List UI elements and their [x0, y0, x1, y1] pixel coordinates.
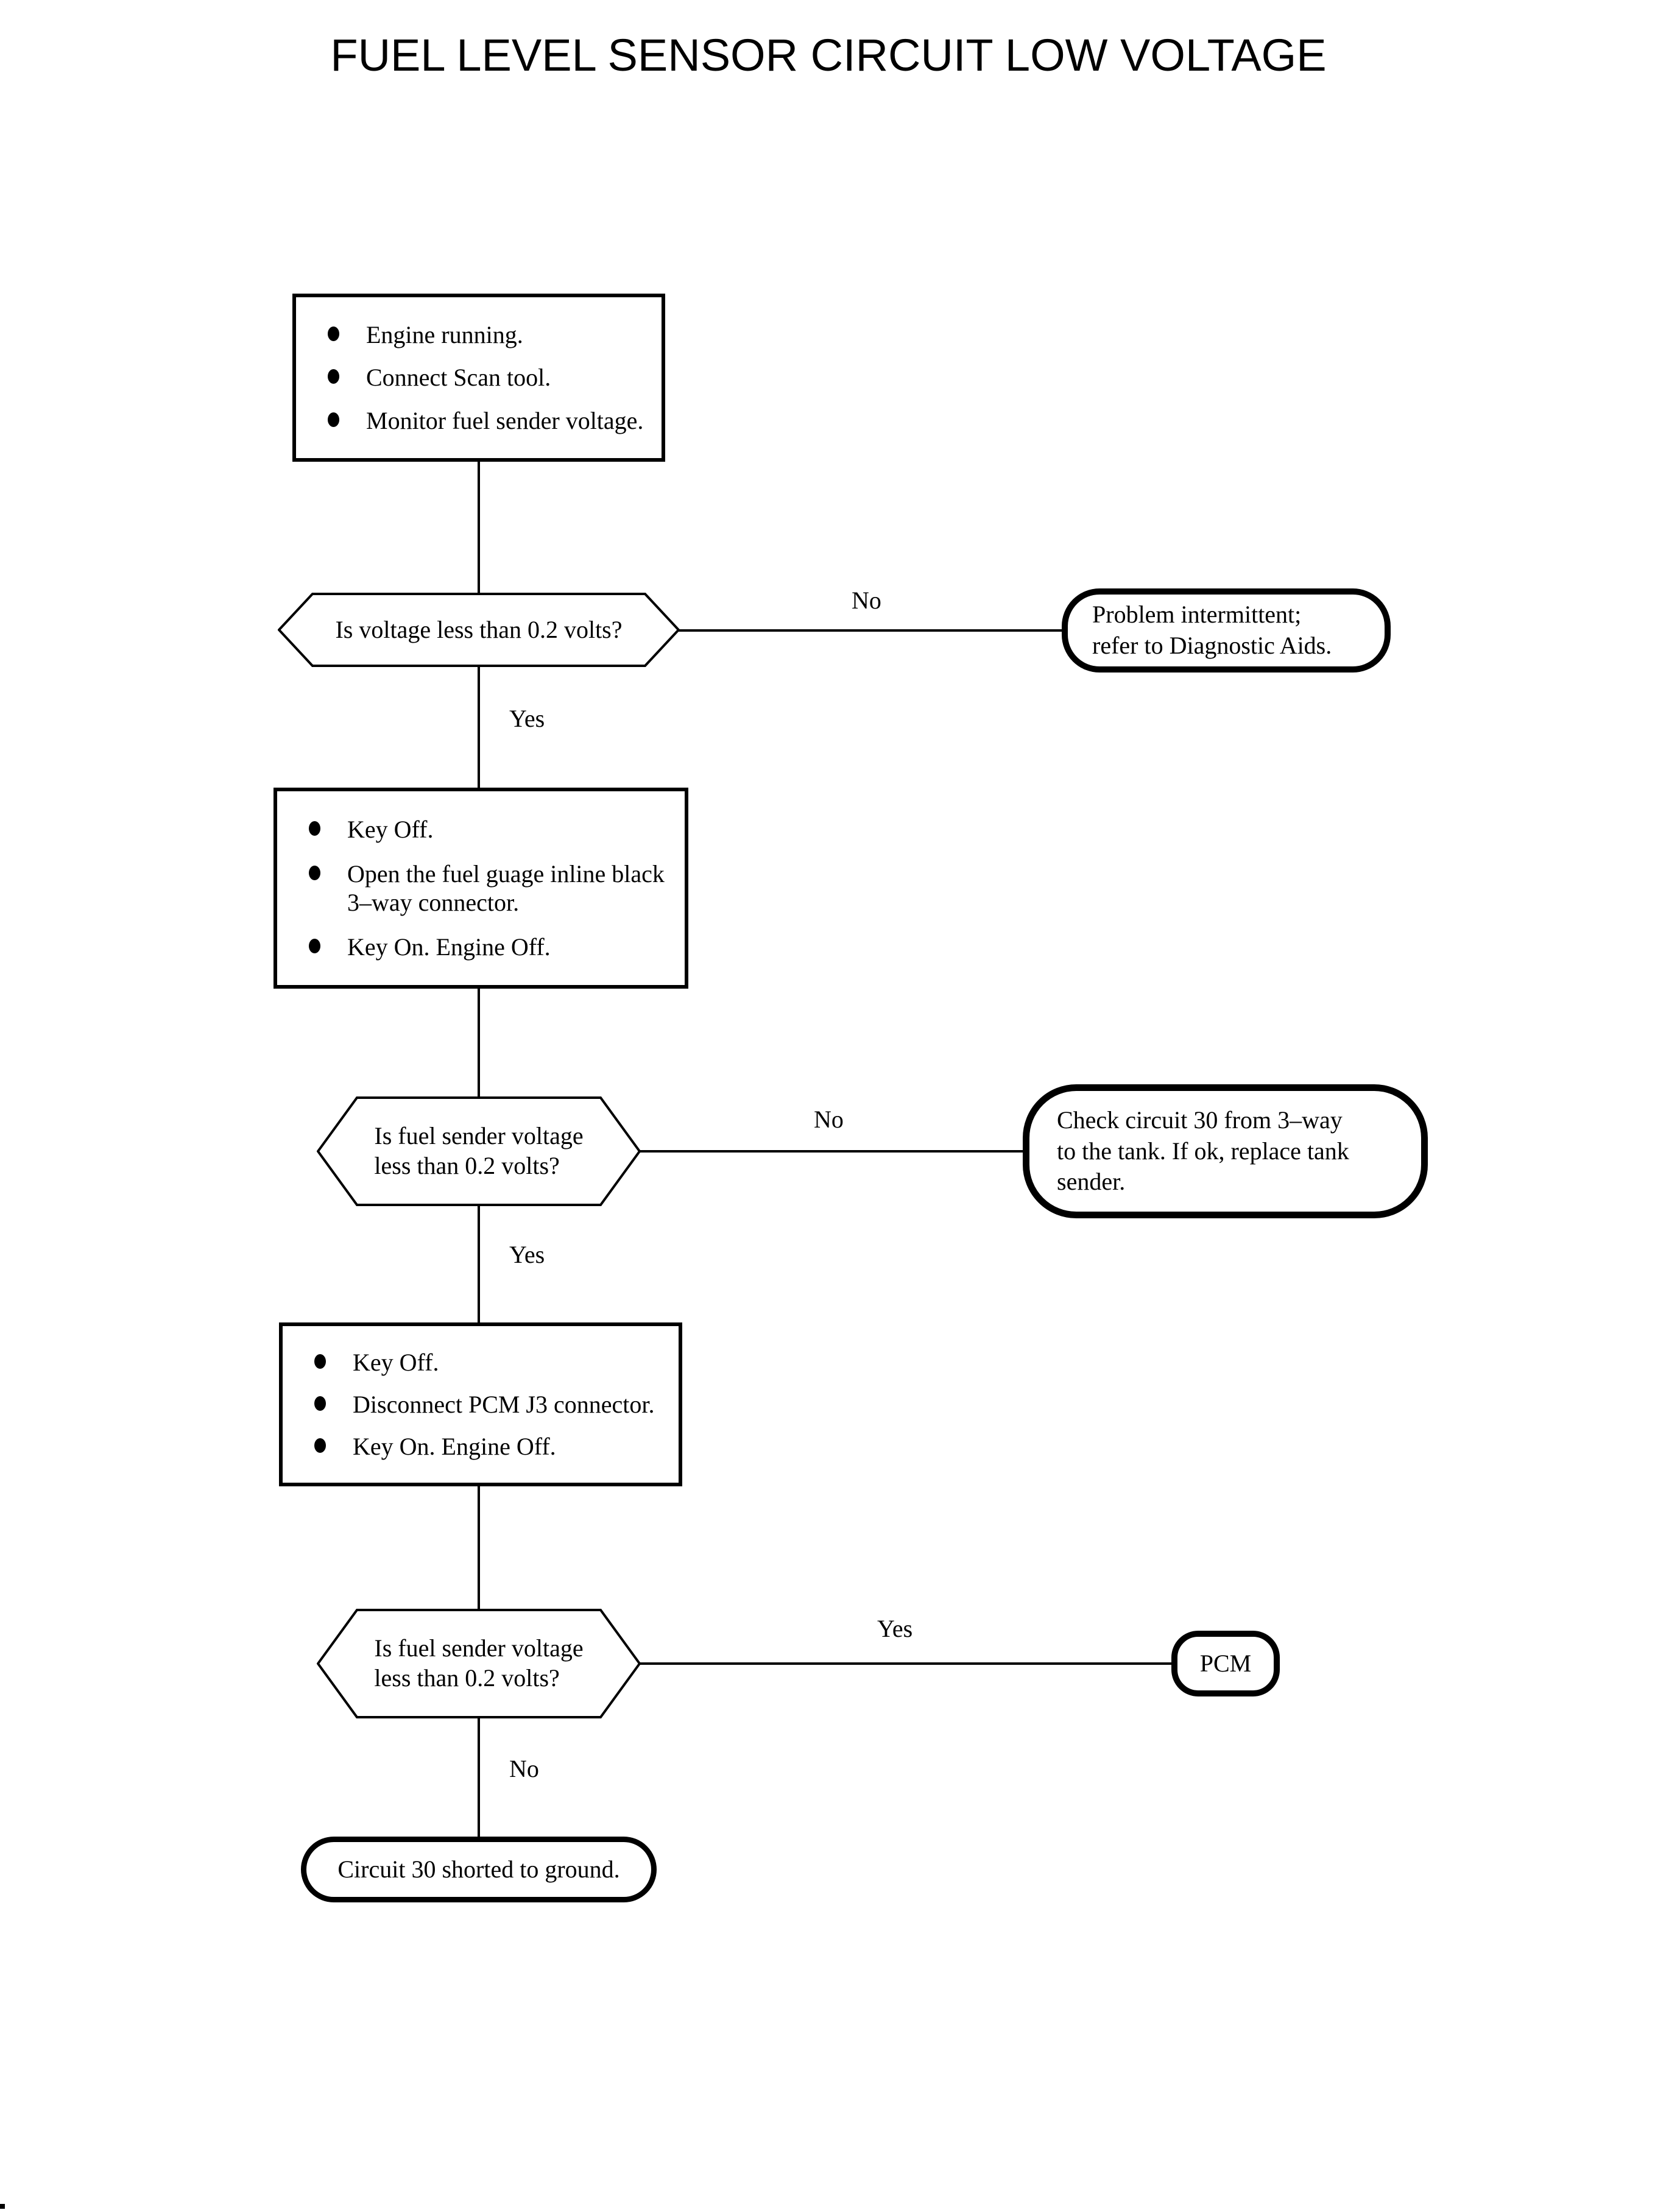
connector-decision1-no-branch [677, 629, 1065, 632]
connector-step3-to-decision3 [478, 1485, 480, 1611]
edge-label-yes-2: Yes [509, 1241, 545, 1268]
terminal-pcm: PCM [1171, 1631, 1280, 1696]
bullet-text: Connect Scan tool. [366, 364, 551, 392]
bullet-item: Key On. Engine Off. [302, 933, 672, 961]
bullet-icon [314, 1354, 326, 1369]
hexagon-outline [278, 593, 680, 667]
bullet-text: Disconnect PCM J3 connector. [353, 1390, 655, 1418]
bullet-icon [314, 1438, 326, 1453]
bullet-item: Key Off. [302, 815, 672, 844]
connector-decision3-to-terminal4 [478, 1717, 480, 1838]
decision-2-question: Is fuel sender voltage less than 0.2 vol… [317, 1096, 641, 1206]
decision-1-question: Is voltage less than 0.2 volts? [278, 593, 680, 667]
terminal-text: Circuit 30 shorted to ground. [337, 1855, 620, 1883]
bullet-item: Disconnect PCM J3 connector. [307, 1390, 666, 1419]
connector-decision1-to-step2 [478, 665, 480, 789]
bullet-text: Open the fuel guage inline black 3–way c… [347, 860, 665, 916]
bullet-icon [309, 938, 320, 953]
terminal-text: to the tank. If ok, replace tank [1057, 1137, 1349, 1165]
terminal-problem-intermittent: Problem intermittent; refer to Diagnosti… [1062, 588, 1391, 673]
bullet-icon [309, 821, 320, 836]
edge-label-yes-1: Yes [509, 705, 545, 732]
bullet-text: Key On. Engine Off. [347, 933, 551, 961]
decision-1: Is voltage less than 0.2 volts? [278, 593, 680, 667]
bullet-item: Open the fuel guage inline black 3–way c… [302, 860, 672, 917]
bullet-icon [328, 326, 339, 341]
decision-2: Is fuel sender voltage less than 0.2 vol… [317, 1096, 641, 1206]
terminal-text: refer to Diagnostic Aids. [1092, 632, 1332, 659]
bullet-text: Engine running. [366, 320, 523, 348]
decision-text: Is fuel sender voltage [374, 1122, 584, 1150]
terminal-check-circuit-30: Check circuit 30 from 3–way to the tank.… [1023, 1084, 1428, 1218]
bullet-text: Key Off. [353, 1348, 439, 1376]
connector-step2-to-decision2 [478, 987, 480, 1099]
terminal-circuit-30-shorted: Circuit 30 shorted to ground. [301, 1837, 657, 1902]
process-step-1: Engine running. Connect Scan tool. Monit… [292, 294, 665, 462]
bullet-item: Connect Scan tool. [320, 363, 649, 392]
bullet-item: Engine running. [320, 320, 649, 349]
bullet-icon [328, 412, 339, 428]
connector-decision2-to-step3 [478, 1204, 480, 1324]
terminal-text: Check circuit 30 from 3–way [1057, 1106, 1343, 1134]
decision-text: less than 0.2 volts? [374, 1152, 560, 1179]
hexagon-outline [317, 1609, 641, 1718]
terminal-text: PCM [1199, 1649, 1252, 1677]
bullet-item: Monitor fuel sender voltage. [320, 406, 649, 435]
decision-text: Is voltage less than 0.2 volts? [335, 615, 623, 643]
bullet-text: Monitor fuel sender voltage. [366, 407, 644, 435]
edge-label-no-3: No [509, 1755, 539, 1782]
connector-decision3-yes-branch [638, 1662, 1174, 1665]
scan-artifact-dot [0, 2204, 5, 2209]
connector-decision2-no-branch [638, 1150, 1026, 1153]
process-step-2: Key Off. Open the fuel guage inline blac… [274, 788, 688, 989]
terminal-text: Problem intermittent; [1092, 601, 1302, 629]
decision-3-question: Is fuel sender voltage less than 0.2 vol… [317, 1609, 641, 1718]
terminal-text: sender. [1057, 1168, 1126, 1196]
bullet-icon [328, 369, 339, 384]
edge-label-yes-3: Yes [877, 1615, 913, 1642]
bullet-icon [309, 865, 320, 880]
edge-label-no-2: No [814, 1106, 844, 1133]
bullet-icon [314, 1396, 326, 1411]
hexagon-outline [317, 1096, 641, 1206]
connector-step1-to-decision1 [478, 461, 480, 596]
bullet-item: Key On. Engine Off. [307, 1432, 666, 1461]
decision-text: Is fuel sender voltage [374, 1634, 584, 1662]
decision-text: less than 0.2 volts? [374, 1664, 560, 1692]
decision-3: Is fuel sender voltage less than 0.2 vol… [317, 1609, 641, 1718]
process-step-3: Key Off. Disconnect PCM J3 connector. Ke… [279, 1322, 682, 1486]
bullet-text: Key Off. [347, 816, 434, 844]
bullet-item: Key Off. [307, 1348, 666, 1377]
edge-label-no-1: No [852, 587, 881, 614]
bullet-text: Key On. Engine Off. [353, 1432, 556, 1460]
page-title: FUEL LEVEL SENSOR CIRCUIT LOW VOLTAGE [330, 30, 1327, 80]
